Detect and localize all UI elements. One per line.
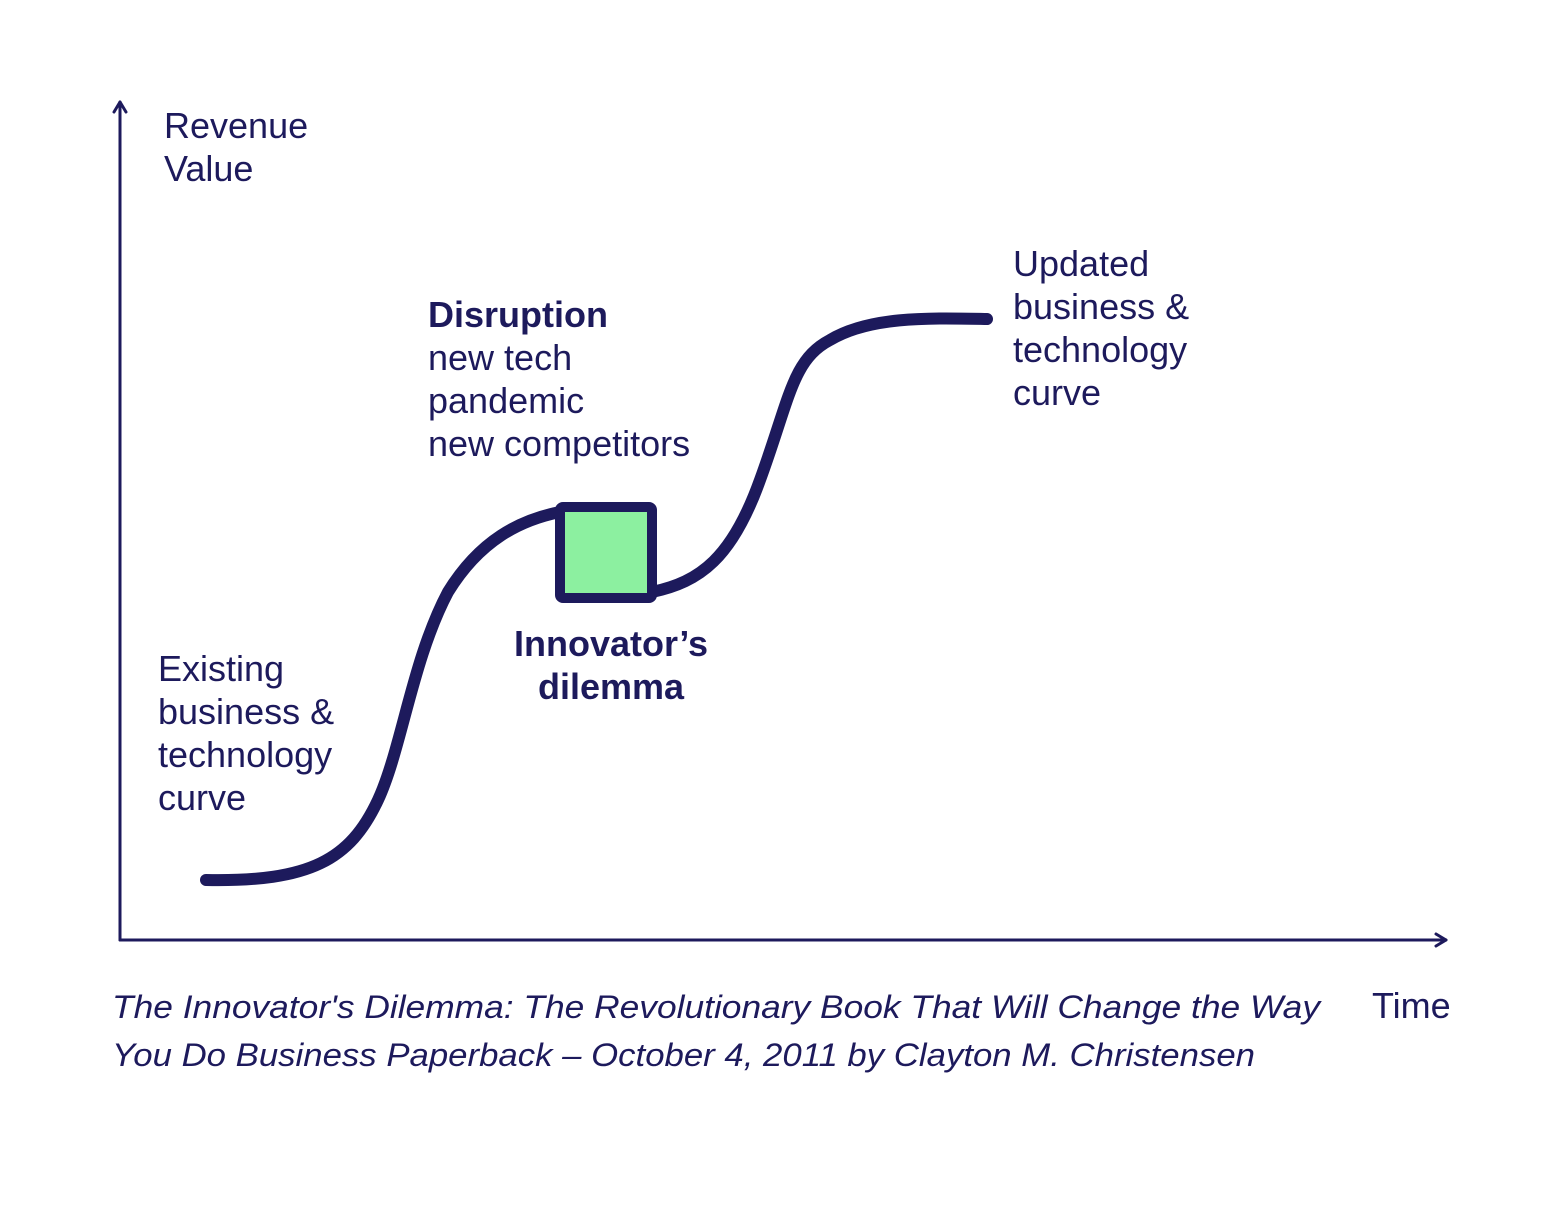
axes [112,100,1448,948]
book-citation: The Innovator's Dilemma: The Revolutiona… [112,989,1322,1073]
x-axis-arrowhead [1434,932,1448,948]
disruption-item: pandemic [428,380,584,421]
updated-label-line: curve [1013,372,1101,413]
y-axis-label-revenue: Revenue [164,105,308,146]
dilemma-label: Innovator’s dilemma [514,623,708,707]
existing-label-line: business & [158,691,334,732]
disruption-heading: Disruption [428,294,608,335]
disruption-item: new competitors [428,423,690,464]
y-axis-arrowhead [112,100,128,114]
x-axis-label-time: Time [1372,985,1451,1026]
updated-label-line: Updated [1013,243,1149,284]
citation-line: The Innovator's Dilemma: The Revolutiona… [112,989,1322,1025]
dilemma-label-line: Innovator’s [514,623,708,664]
existing-curve-label: Existing business & technology curve [158,648,334,818]
updated-label-line: technology [1013,329,1187,370]
existing-label-line: Existing [158,648,284,689]
existing-label-line: technology [158,734,332,775]
innovators-dilemma-box [555,502,657,603]
updated-curve-label: Updated business & technology curve [1013,243,1189,413]
dilemma-label-line: dilemma [538,666,685,707]
updated-label-line: business & [1013,286,1189,327]
updated-business-curve [646,312,993,598]
y-axis-label-value: Value [164,148,253,189]
existing-label-line: curve [158,777,246,818]
citation-line: You Do Business Paperback – October 4, 2… [112,1037,1255,1073]
disruption-label: Disruption new tech pandemic new competi… [428,294,690,464]
disruption-item: new tech [428,337,572,378]
existing-business-curve [200,506,566,887]
